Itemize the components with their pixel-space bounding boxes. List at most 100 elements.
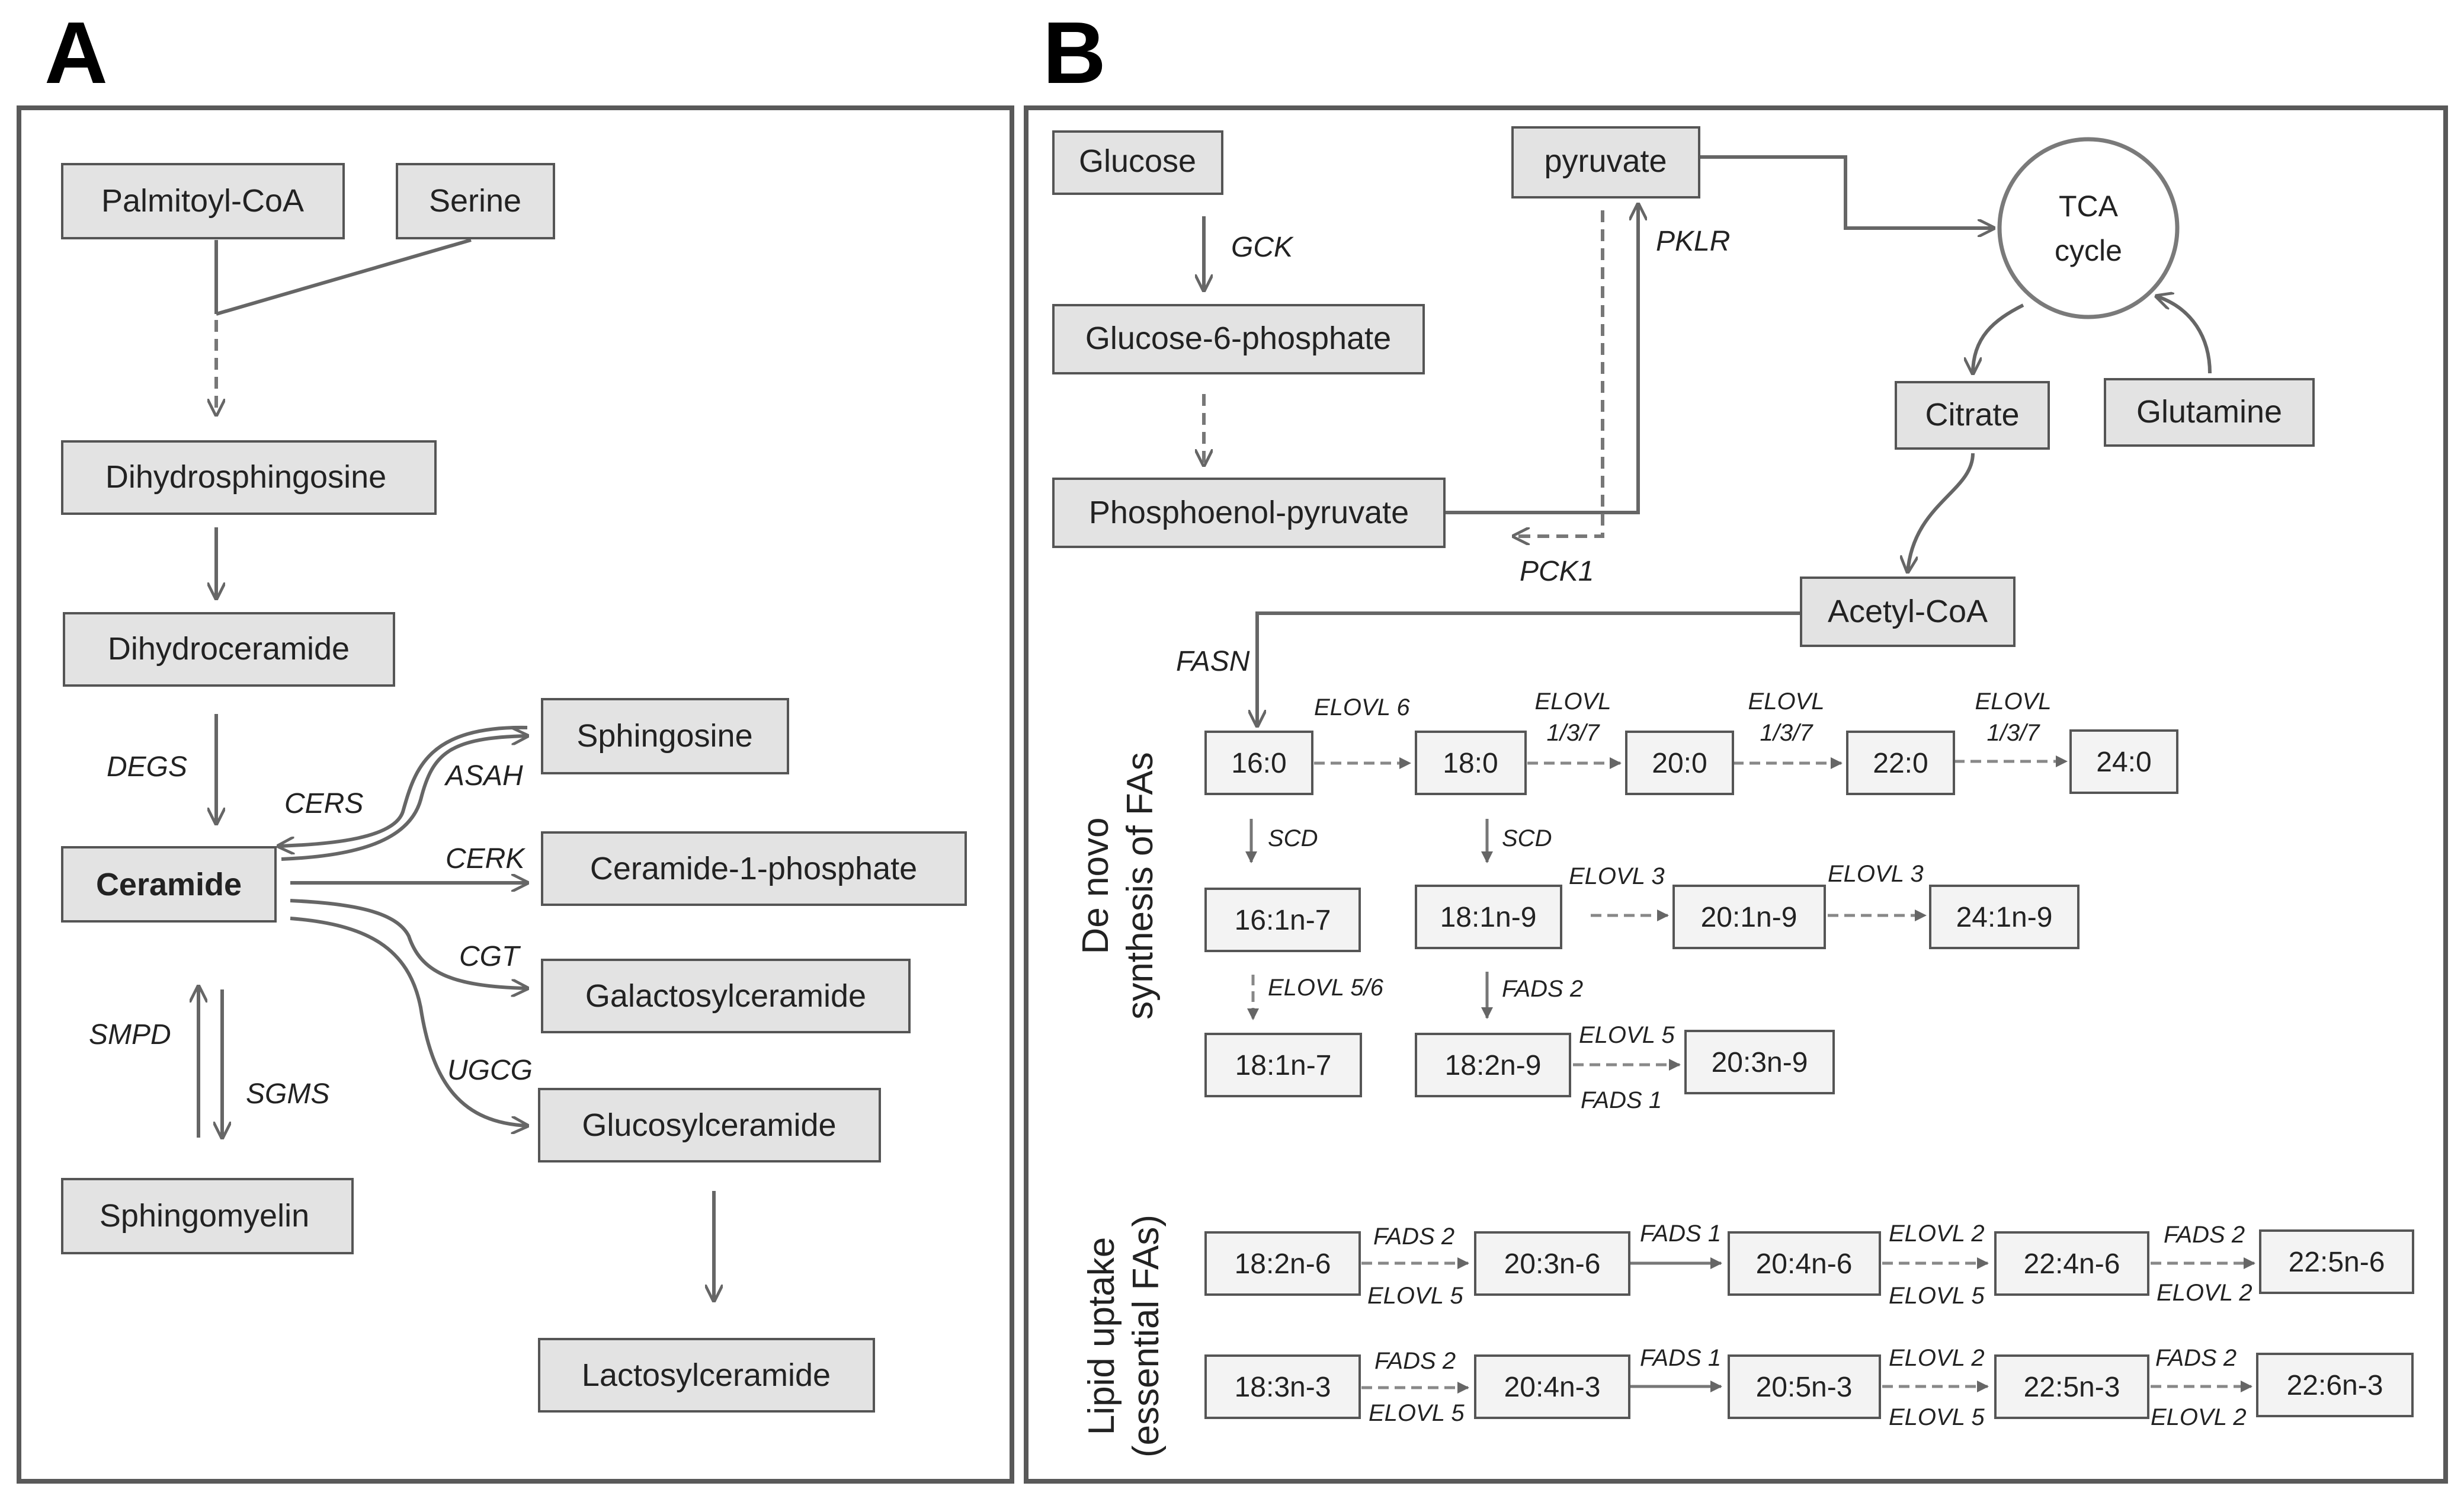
enzyme-cers: CERS [284, 788, 363, 819]
enzyme-n3-elovl5-b: ELOVL 5 [1889, 1404, 1985, 1430]
node-glucose: Glucose [1052, 130, 1223, 195]
node-glucose-6-phosphate: Glucose-6-phosphate [1052, 304, 1425, 374]
enzyme-elovl137-b-line2: 1/3/7 [1760, 720, 1814, 746]
panel-a-frame [17, 105, 1014, 1484]
enzyme-degs: DEGS [107, 751, 187, 783]
fa-20-0: 20:0 [1625, 731, 1734, 795]
enzyme-n6-fads2-b: FADS 2 [2164, 1222, 2245, 1248]
enzyme-n6-fads1: FADS 1 [1640, 1221, 1721, 1247]
node-label: Sphingosine [576, 718, 752, 754]
fa-label: 20:1n-9 [1701, 902, 1797, 933]
fa-label: 18:3n-3 [1235, 1372, 1331, 1403]
enzyme-n3-fads2-b: FADS 2 [2155, 1345, 2236, 1371]
fa-label: 20:5n-3 [1756, 1372, 1853, 1403]
fa-18-1n7: 18:1n-7 [1204, 1033, 1362, 1097]
section-uptake-label: Lipid uptake (essential FAs) [1081, 1215, 1167, 1458]
fa-18-1n9: 18:1n-9 [1415, 885, 1562, 949]
tca-label-line2: cycle [2055, 234, 2122, 267]
fa-20-1n9: 20:1n-9 [1672, 885, 1826, 949]
node-sphingosine: Sphingosine [541, 698, 789, 774]
node-glucosylceramide: Glucosylceramide [538, 1088, 881, 1162]
node-phosphoenol-pyruvate: Phosphoenol-pyruvate [1052, 478, 1446, 548]
section-de-novo-label: De novo synthesis of FAs [1075, 752, 1161, 1019]
enzyme-asah: ASAH [444, 760, 523, 792]
fa-label: 16:1n-7 [1235, 905, 1331, 936]
node-galactosylceramide: Galactosylceramide [541, 959, 911, 1033]
fa-label: 20:4n-6 [1756, 1248, 1853, 1280]
tca-cycle-circle [1997, 137, 2180, 319]
node-label: Ceramide-1-phosphate [590, 851, 917, 886]
enzyme-elovl5-a: ELOVL 5 [1579, 1022, 1675, 1048]
fa-24-1n9: 24:1n-9 [1929, 885, 2079, 949]
fa-label: 20:3n-9 [1712, 1047, 1808, 1078]
node-label: Ceramide [96, 867, 242, 902]
enzyme-n6-elovl2-top: ELOVL 2 [1889, 1221, 1985, 1247]
enzyme-n3-elovl5-a: ELOVL 5 [1369, 1400, 1465, 1426]
enzyme-n3-elovl2-bot: ELOVL 2 [2151, 1404, 2247, 1430]
arrow-pklr [1446, 204, 1638, 514]
enzyme-n6-elovl5-b: ELOVL 5 [1889, 1283, 1985, 1309]
enzyme-sgms: SGMS [246, 1078, 329, 1110]
enzyme-n3-fads1: FADS 1 [1640, 1345, 1721, 1371]
node-label: Dihydroceramide [108, 631, 350, 667]
fa-label: 24:0 [2096, 747, 2151, 778]
enzyme-elovl137-c-line1: ELOVL [1975, 688, 2052, 715]
arrow-pck1 [1514, 210, 1604, 536]
arrow-glutamine-to-tca [2157, 296, 2212, 374]
enzyme-scd-b: SCD [1502, 825, 1552, 851]
node-label: Citrate [1925, 397, 2019, 433]
node-label: pyruvate [1544, 143, 1667, 179]
fa-label: 22:4n-6 [2024, 1248, 2120, 1280]
fa-22-4n6: 22:4n-6 [1994, 1231, 2149, 1296]
node-label: Sphingomyelin [100, 1198, 309, 1234]
enzyme-elovl6: ELOVL 6 [1314, 694, 1410, 720]
enzyme-cerk: CERK [446, 843, 526, 875]
uptake-line1: Lipid uptake [1081, 1237, 1122, 1435]
fa-label: 18:2n-9 [1445, 1050, 1542, 1081]
panel-b: TCA cycle Glucose Glucose-6-phosphate Ph… [1052, 126, 2414, 1458]
node-glutamine: Glutamine [2104, 378, 2315, 447]
enzyme-elovl3-a: ELOVL 3 [1569, 863, 1665, 889]
fa-22-6n3: 22:6n-3 [2256, 1353, 2414, 1417]
fa-22-0: 22:0 [1846, 731, 1955, 795]
node-label: Glutamine [2136, 394, 2282, 430]
panel-a: Palmitoyl-CoA Serine Dihydrosphingosine … [61, 163, 967, 1413]
fa-label: 20:3n-6 [1504, 1248, 1601, 1280]
node-label: Glucose [1079, 143, 1196, 179]
node-label: Galactosylceramide [585, 978, 866, 1014]
fa-20-5n3: 20:5n-3 [1728, 1354, 1881, 1419]
arrow-ugcg [290, 917, 527, 1126]
panel-a-label: A [44, 4, 108, 102]
fa-label: 20:0 [1652, 748, 1707, 779]
arrow-asah [281, 736, 527, 861]
enzyme-n6-fads2: FADS 2 [1373, 1224, 1454, 1250]
fa-18-0: 18:0 [1415, 731, 1527, 795]
panel-b-label: B [1043, 4, 1106, 102]
fa-24-0: 24:0 [2069, 729, 2178, 794]
fa-label: 18:1n-7 [1235, 1050, 1332, 1081]
enzyme-gck: GCK [1231, 232, 1294, 263]
fa-20-3n9: 20:3n-9 [1684, 1030, 1835, 1094]
fa-label: 22:5n-6 [2289, 1247, 2385, 1278]
node-palmitoyl-coa: Palmitoyl-CoA [61, 163, 345, 239]
enzyme-elovl137-a-line2: 1/3/7 [1547, 720, 1601, 746]
arrow-to-tca [1700, 155, 1994, 228]
de-novo-line2: synthesis of FAs [1120, 752, 1161, 1019]
fa-label: 24:1n-9 [1956, 902, 2053, 933]
fa-label: 22:6n-3 [2287, 1370, 2383, 1401]
arrow-fasn [1257, 611, 1801, 726]
fa-label: 18:2n-6 [1235, 1248, 1331, 1280]
node-sphingomyelin: Sphingomyelin [61, 1178, 354, 1254]
fa-20-4n3: 20:4n-3 [1474, 1354, 1630, 1419]
enzyme-elovl137-c-line2: 1/3/7 [1987, 720, 2041, 746]
node-label: Acetyl-CoA [1828, 594, 1988, 629]
enzyme-n3-fads2: FADS 2 [1374, 1348, 1456, 1374]
fa-18-2n9: 18:2n-9 [1415, 1033, 1571, 1097]
fa-label: 22:0 [1873, 748, 1928, 779]
arrow-to-citrate [1973, 303, 2024, 373]
node-acetyl-coa: Acetyl-CoA [1800, 577, 2016, 647]
enzyme-smpd: SMPD [89, 1019, 171, 1051]
fa-label: 22:5n-3 [2024, 1372, 2120, 1403]
fa-label: 18:1n-9 [1440, 902, 1537, 933]
enzyme-elovl56: ELOVL 5/6 [1268, 975, 1384, 1001]
